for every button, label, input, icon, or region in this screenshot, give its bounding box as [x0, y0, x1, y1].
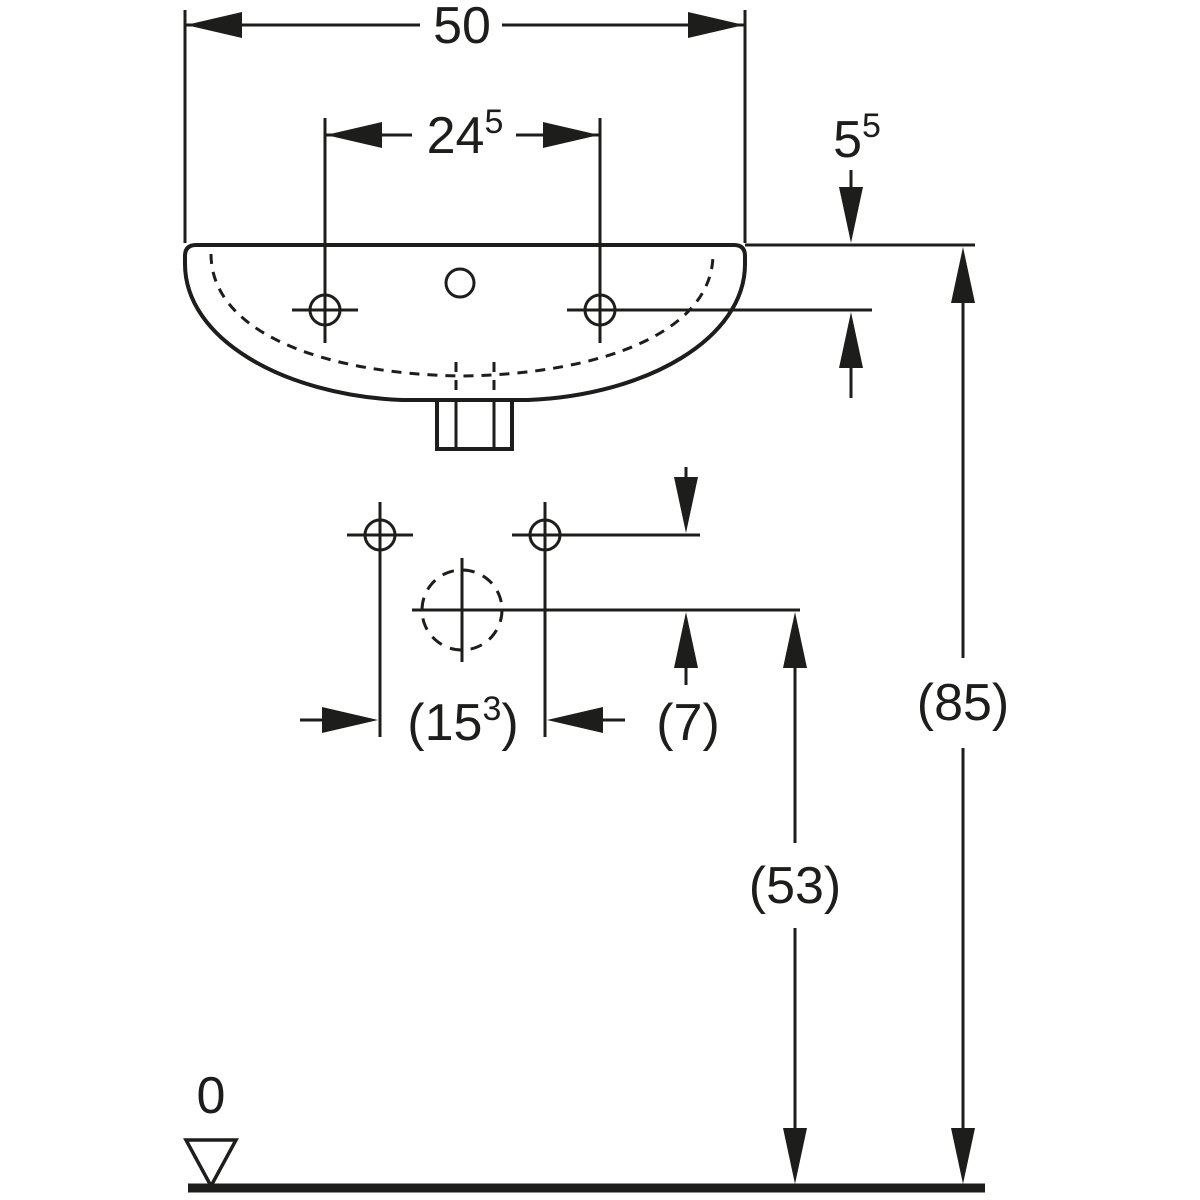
datum-marker: 0	[183, 1067, 239, 1190]
wall-fixing-view	[347, 502, 800, 737]
dimension-fixing-hole-spacing: (153)	[300, 690, 625, 752]
arrow-left-icon	[326, 122, 382, 148]
dimension-label-drain-height: (53)	[749, 857, 841, 915]
arrow-right-icon	[543, 122, 599, 148]
dimension-overall-width: 50	[183, 0, 747, 243]
arrow-up-icon	[839, 312, 863, 368]
drain-body	[435, 400, 514, 451]
arrow-right-icon	[688, 12, 744, 38]
arrow-right-icon	[322, 707, 378, 733]
datum-triangle-icon	[183, 1138, 239, 1190]
dimension-label-tap-spacing: 245	[427, 103, 504, 165]
dimension-rim-height: (85)	[917, 247, 1009, 1184]
dimension-label-rim-to-tap: 55	[833, 107, 881, 169]
arrow-up-icon	[783, 612, 807, 668]
arrow-down-icon	[951, 1128, 975, 1184]
tap-hole-left-icon	[292, 277, 358, 343]
arrow-down-icon	[674, 477, 698, 533]
dimension-label-fixing-spacing: (153)	[407, 690, 518, 752]
basin-outline	[183, 243, 747, 402]
arrow-left-icon	[186, 12, 242, 38]
arrow-left-icon	[547, 707, 603, 733]
drain-position-icon	[412, 558, 800, 662]
basin-inner-bowl-outline	[209, 253, 715, 378]
arrow-down-icon	[783, 1128, 807, 1184]
drain-outlet	[435, 362, 514, 451]
basin-front-view	[183, 243, 747, 451]
dimension-tap-hole-spacing: 245	[323, 103, 602, 280]
arrow-down-icon	[839, 187, 863, 243]
dimension-label-width: 50	[433, 0, 491, 55]
fixing-hole-left-icon	[347, 502, 413, 568]
dimension-label-rim-height: (85)	[917, 674, 1009, 732]
dimension-drain-height: (53)	[749, 612, 841, 1184]
arrow-up-icon	[674, 612, 698, 668]
dimension-label-fixing-to-drain: (7)	[656, 694, 720, 752]
arrow-up-icon	[951, 247, 975, 303]
fixing-hole-right-icon	[512, 502, 578, 568]
datum-level-label: 0	[197, 1067, 226, 1125]
overflow-hole-icon	[444, 267, 476, 299]
dimension-rim-to-tap: 55	[630, 107, 881, 398]
tap-hole-right-icon	[567, 277, 633, 343]
dimension-fixing-to-drain: (7)	[656, 467, 720, 752]
